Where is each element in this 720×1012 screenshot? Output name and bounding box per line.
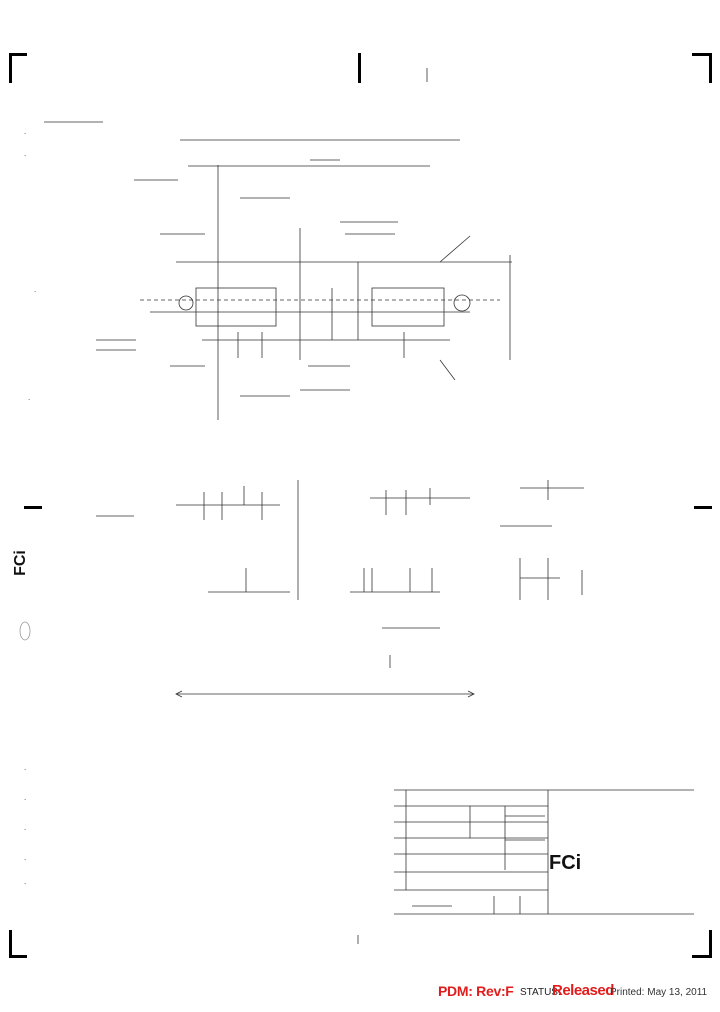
margin-tick: · [24, 130, 27, 138]
margin-tick: · [24, 856, 27, 864]
zone-mark-top-center [358, 53, 361, 83]
status-value: Released [552, 982, 614, 999]
corner-mark-bottom-left [9, 930, 12, 958]
side-logo-text: FCi [11, 550, 29, 576]
corner-mark-bottom-right [709, 930, 712, 958]
corner-mark-top-right [709, 53, 712, 83]
margin-tick: · [24, 766, 27, 774]
margin-tick: · [24, 880, 27, 888]
margin-tick: · [24, 826, 27, 834]
margin-tick: · [28, 396, 31, 404]
title-block-logo: FCi [549, 852, 581, 875]
corner-mark-bottom-left-h [9, 955, 27, 958]
side-logo-ring-icon [19, 621, 31, 641]
margin-tick: · [24, 796, 27, 804]
status-bar: PDM: Rev:F STATUS: Released Printed: May… [438, 982, 720, 1004]
status-label: STATUS: [520, 987, 561, 998]
margin-tick: · [24, 152, 27, 160]
corner-mark-bottom-right-h [692, 955, 712, 958]
zone-mark-right-middle [694, 506, 712, 509]
side-logo: FCi [12, 550, 30, 576]
zone-mark-left-middle [24, 506, 42, 509]
corner-mark-top-left-h [9, 53, 27, 56]
corner-mark-top-right-h [692, 53, 712, 56]
margin-tick: · [34, 288, 37, 296]
pdm-revision: PDM: Rev:F [438, 983, 514, 999]
printed-date: Printed: May 13, 2011 [610, 987, 708, 998]
corner-mark-top-left [9, 53, 12, 83]
title-block-logo-text: FCi [549, 852, 582, 874]
